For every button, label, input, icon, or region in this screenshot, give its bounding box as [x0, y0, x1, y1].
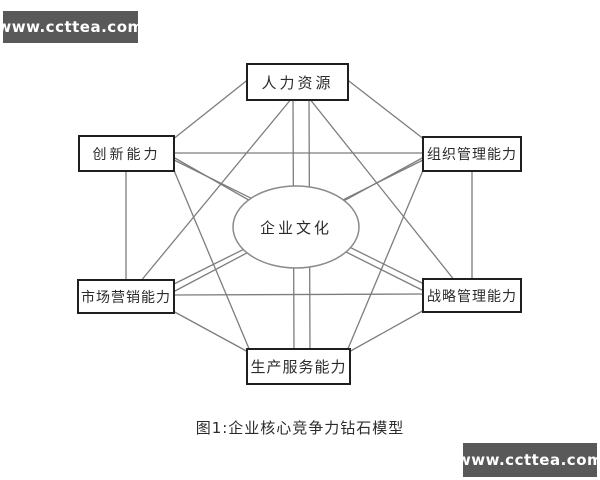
watermark-top-left: www.ccttea.com [0, 11, 143, 43]
node-marketing-capability: 市场营销能力 [77, 279, 175, 314]
node-organizational-management: 组织管理能力 [422, 136, 522, 172]
center-node-label: 企业文化 [259, 218, 332, 237]
node-innovation-capability: 创新能力 [78, 135, 175, 172]
node-production-service: 生产服务能力 [246, 348, 351, 385]
node-human-resources: 人力资源 [246, 63, 349, 101]
node-strategic-management: 战略管理能力 [422, 278, 522, 313]
watermark-bottom-right: www.ccttea.com [457, 443, 600, 477]
center-ellipse [232, 185, 360, 269]
figure-caption: 图1:企业核心竞争力钻石模型 [195, 419, 405, 437]
